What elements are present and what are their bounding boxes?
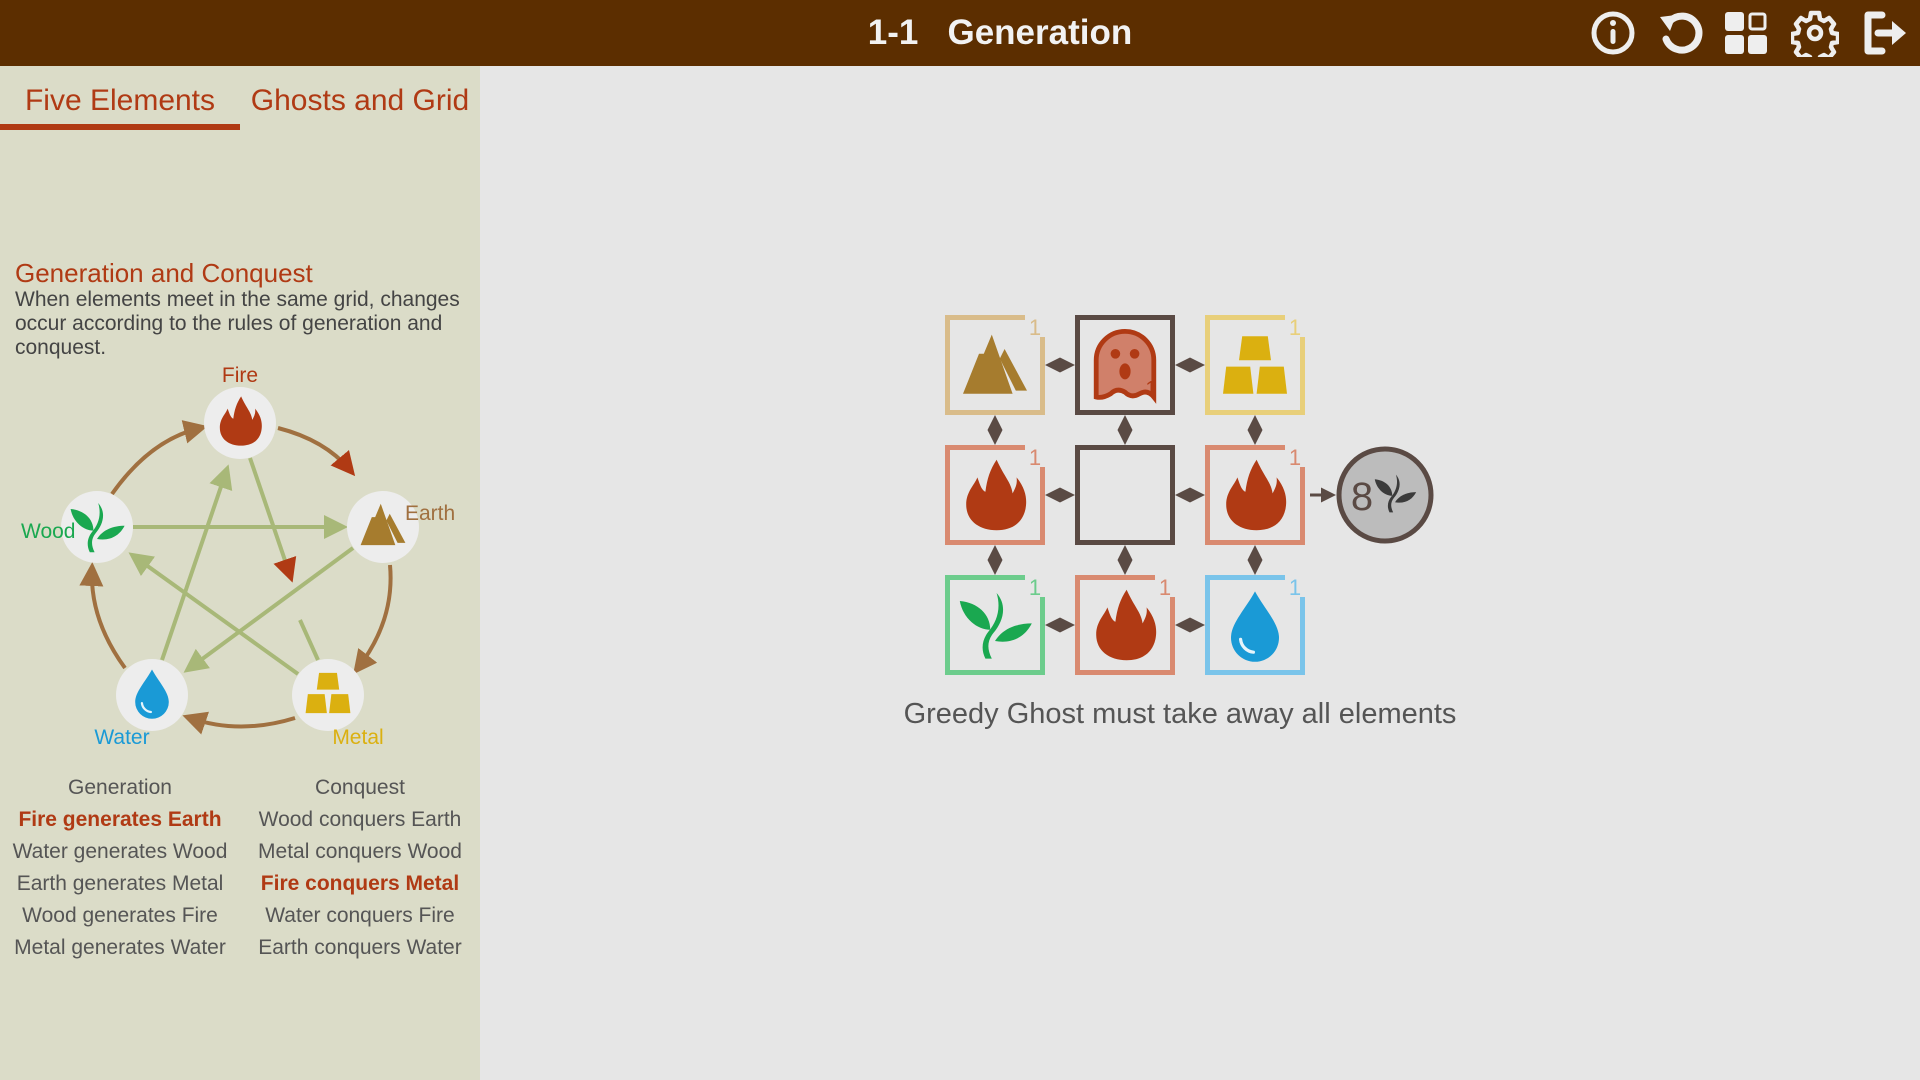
arrow-metal-water <box>182 711 296 735</box>
level-title: 1-1 Generation <box>867 13 1133 52</box>
element-count: 1 <box>1029 315 1041 340</box>
fire-icon <box>1096 589 1157 661</box>
conquest-rule: Water conquers Fire <box>265 904 455 927</box>
metal-icon <box>1223 336 1287 394</box>
node-metal <box>292 659 364 731</box>
tab-ghosts-and-grid[interactable]: Ghosts and Grid <box>250 84 470 117</box>
settings-icon[interactable] <box>1791 9 1839 57</box>
label-water: Water <box>94 726 149 749</box>
goal-count: 8 <box>1351 475 1373 519</box>
earth-icon <box>963 334 1027 394</box>
grid-cell-fire[interactable]: 1 <box>945 445 1045 545</box>
arrow-fire-metal-tail <box>298 619 320 661</box>
info-icon[interactable] <box>1589 9 1637 57</box>
arrow-wood-fire <box>110 420 208 496</box>
label-wood: Wood <box>21 520 75 543</box>
header-bar: 1-1 Generation <box>0 0 1920 66</box>
water-icon <box>1229 589 1281 664</box>
conquest-rule: Earth conquers Water <box>258 936 462 959</box>
node-wood <box>61 491 133 563</box>
generation-rule: Earth generates Metal <box>16 872 224 895</box>
node-fire <box>204 387 276 459</box>
arrow-fire-metal <box>248 457 297 583</box>
element-count: 1 <box>1029 445 1041 470</box>
grid-cell-fire[interactable]: 1 <box>1075 575 1175 675</box>
exit-icon[interactable] <box>1860 9 1908 57</box>
five-elements-diagram: Fire Earth Wood Water Metal <box>21 364 455 749</box>
fire-icon <box>1226 459 1287 531</box>
grid-cell-wood[interactable]: 1 <box>945 575 1045 675</box>
game-board: 1 1 1 1 1 1 1 1 8 <box>945 315 1434 675</box>
generation-header: Generation <box>68 776 172 799</box>
element-count: 1 <box>1145 378 1156 400</box>
arrow-metal-wood <box>128 552 300 676</box>
grid-cell-fire[interactable]: 1 <box>1205 445 1305 545</box>
goal-counter: 8 <box>1336 446 1434 544</box>
wood-icon <box>959 593 1032 659</box>
rules-panel: Five Elements Ghosts and Grid Generation… <box>0 66 480 1080</box>
generation-rule: Water generates Wood <box>12 840 228 863</box>
section-description: When elements meet in the same grid, cha… <box>15 288 460 359</box>
element-count: 1 <box>1289 315 1301 340</box>
level-select-icon[interactable] <box>1722 9 1770 57</box>
arrow-fire-earth <box>277 426 356 477</box>
label-fire: Fire <box>222 364 258 387</box>
label-metal: Metal <box>332 726 383 749</box>
section-heading: Generation and Conquest <box>15 258 313 288</box>
arrow-earth-metal <box>353 564 393 675</box>
conquest-header: Conquest <box>315 776 405 799</box>
node-earth <box>347 491 419 563</box>
active-tab-indicator <box>0 124 240 130</box>
generation-rule: Metal generates Water <box>14 936 226 959</box>
grid-cell-empty[interactable] <box>1075 445 1175 545</box>
grid-cell-metal[interactable]: 1 <box>1205 315 1305 415</box>
element-count: 1 <box>1289 445 1301 470</box>
conquest-rule: Metal conquers Wood <box>258 840 462 863</box>
grid-cell-earth[interactable]: 1 <box>945 315 1045 415</box>
arrow-water-wood <box>79 562 127 670</box>
fire-icon <box>966 459 1027 531</box>
grid-cell-ghost[interactable]: 1 <box>1075 315 1175 415</box>
tab-five-elements[interactable]: Five Elements <box>24 84 216 117</box>
node-water <box>116 659 188 731</box>
conquest-rule: Fire conquers Metal <box>260 872 460 895</box>
level-goal-caption: Greedy Ghost must take away all elements <box>903 698 1457 730</box>
label-earth: Earth <box>405 502 455 525</box>
conquest-rule: Wood conquers Earth <box>258 808 462 831</box>
grid-cell-water[interactable]: 1 <box>1205 575 1305 675</box>
element-count: 1 <box>1159 575 1171 600</box>
element-count: 1 <box>1289 575 1301 600</box>
restart-icon[interactable] <box>1656 9 1704 57</box>
element-count: 1 <box>1029 575 1041 600</box>
generation-rule: Fire generates Earth <box>18 808 222 831</box>
arrow-earth-water <box>183 546 355 673</box>
generation-rule: Wood generates Fire <box>22 904 218 927</box>
arrow-water-fire <box>160 464 233 661</box>
